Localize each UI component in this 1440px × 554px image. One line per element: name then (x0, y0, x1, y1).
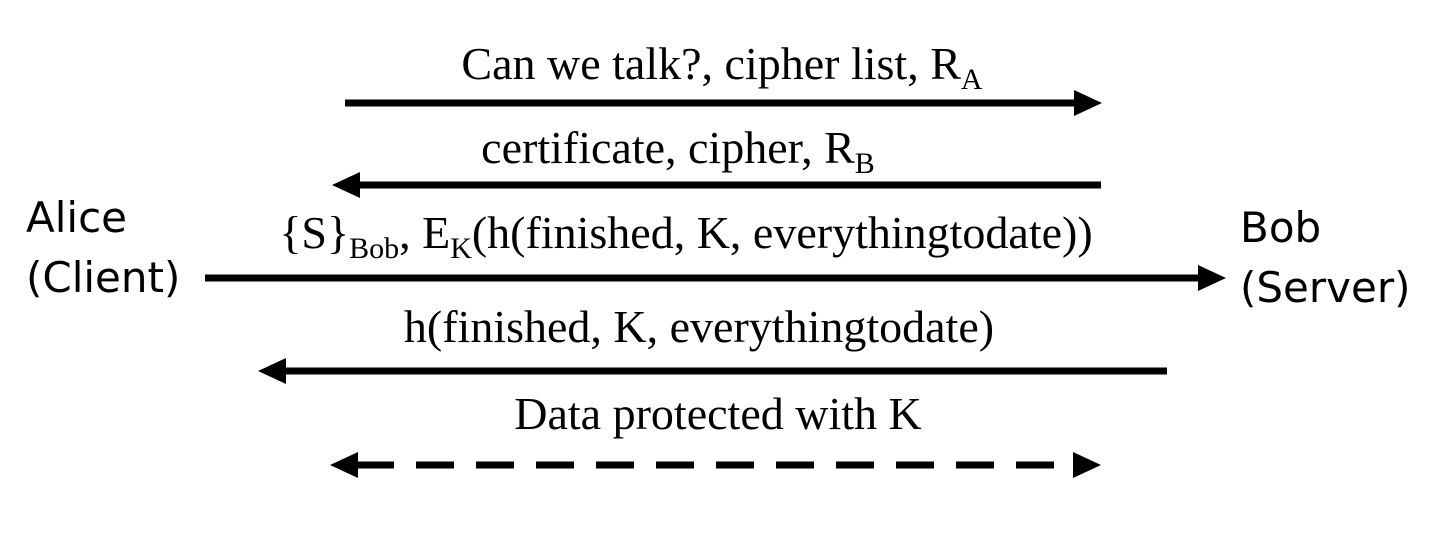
client-role: (Client) (26, 253, 180, 302)
message-3-subscript-1: Bob (349, 232, 399, 265)
message-3-text-3: (h(finished, K, everythingtodate)) (472, 207, 1093, 258)
message-3-arrowhead (1198, 265, 1226, 291)
server-role: (Server) (1240, 263, 1411, 312)
client-party: Alice (Client) (26, 193, 180, 302)
message-2-arrowhead (332, 172, 360, 198)
message-3-text-1: {S} (279, 207, 349, 258)
message-5-label: Data protected with K (514, 388, 921, 439)
message-1-label: Can we talk?, cipher list, RA (461, 38, 983, 96)
message-3-text-2: , E (399, 207, 450, 258)
message-1-text: Can we talk?, cipher list, R (461, 38, 961, 89)
server-party: Bob (Server) (1240, 203, 1411, 312)
client-name: Alice (26, 193, 127, 242)
message-1-arrowhead (1074, 90, 1102, 116)
message-3-label: {S}Bob, EK(h(finished, K, everythingtoda… (279, 207, 1092, 265)
message-4-text: h(finished, K, everythingtodate) (404, 301, 994, 352)
message-4-arrowhead (258, 358, 286, 384)
message-4-label: h(finished, K, everythingtodate) (404, 301, 994, 352)
message-5-text: Data protected with K (514, 388, 921, 439)
message-2: certificate, cipher, RB (332, 122, 1101, 198)
message-5: Data protected with K (330, 388, 1101, 478)
message-5-arrowhead-left (330, 452, 358, 478)
message-2-subscript: B (855, 147, 875, 180)
server-name: Bob (1240, 203, 1321, 252)
message-1-subscript: A (961, 63, 983, 96)
message-2-label: certificate, cipher, RB (481, 122, 875, 180)
message-2-text: certificate, cipher, R (481, 122, 855, 173)
message-4: h(finished, K, everythingtodate) (258, 301, 1167, 384)
message-3-subscript-2: K (450, 232, 472, 265)
message-3: {S}Bob, EK(h(finished, K, everythingtoda… (205, 207, 1226, 291)
message-5-arrowhead-right (1073, 452, 1101, 478)
message-1: Can we talk?, cipher list, RA (345, 38, 1102, 116)
